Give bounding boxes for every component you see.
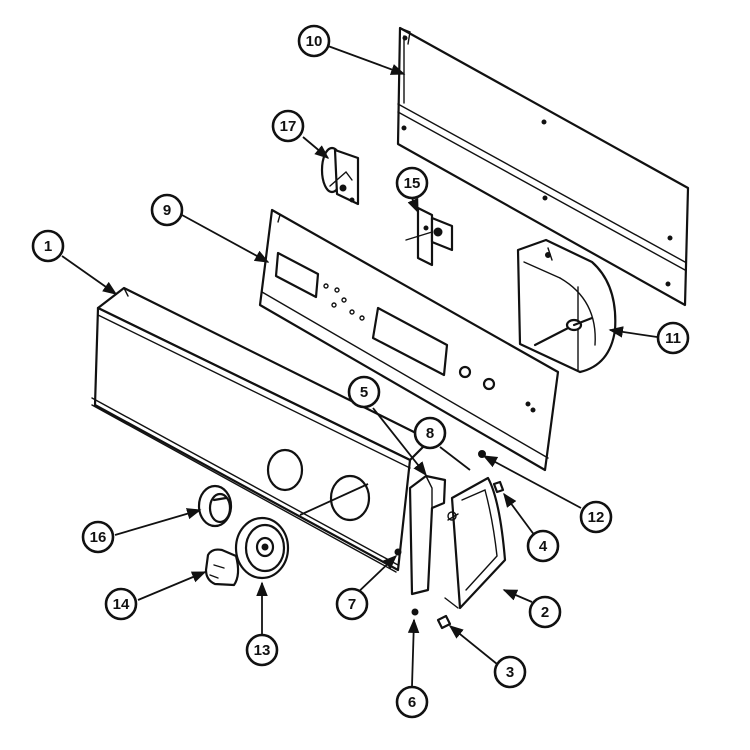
callout-1: 1 <box>31 229 65 263</box>
svg-text:6: 6 <box>408 694 416 711</box>
screw-7 <box>394 548 402 556</box>
svg-text:8: 8 <box>426 425 434 442</box>
end-cap-part <box>444 476 507 610</box>
callout-7: 7 <box>335 587 369 621</box>
callout-10: 10 <box>297 24 331 58</box>
svg-text:2: 2 <box>541 604 549 621</box>
callout-11: 11 <box>656 321 690 355</box>
svg-text:12: 12 <box>588 509 605 526</box>
screw-6 <box>411 608 419 616</box>
bracket-switch-part <box>405 206 454 267</box>
rear-panel-part <box>396 26 690 307</box>
callout-8: 8 <box>413 416 447 450</box>
callout-12: 12 <box>579 500 613 534</box>
callout-16: 16 <box>81 520 115 554</box>
svg-text:11: 11 <box>665 330 681 347</box>
switch-part <box>320 146 360 206</box>
callout-15: 15 <box>395 166 429 200</box>
callout-3: 3 <box>493 655 527 689</box>
control-panel-frame-part <box>258 208 560 472</box>
svg-text:7: 7 <box>348 596 356 613</box>
svg-text:1: 1 <box>44 238 52 255</box>
clip-4 <box>492 480 505 494</box>
svg-text:14: 14 <box>113 596 130 613</box>
svg-text:13: 13 <box>254 642 271 659</box>
leader-lines <box>61 45 658 687</box>
small-knob-part <box>204 548 240 587</box>
callout-4: 4 <box>526 529 560 563</box>
svg-text:10: 10 <box>306 33 323 50</box>
console-panel-part <box>91 286 432 573</box>
svg-text:3: 3 <box>506 664 514 681</box>
trim-strip-part <box>408 474 447 596</box>
knob-part <box>197 484 233 528</box>
timer-housing-part <box>516 238 617 374</box>
svg-text:16: 16 <box>90 529 107 546</box>
dial-part <box>234 516 290 580</box>
callout-6: 6 <box>395 685 429 719</box>
callout-9: 9 <box>150 193 184 227</box>
callout-17: 17 <box>271 109 305 143</box>
svg-text:17: 17 <box>280 118 297 135</box>
svg-text:4: 4 <box>539 538 548 555</box>
callout-13: 13 <box>245 633 279 667</box>
callout-5: 5 <box>347 375 381 409</box>
svg-text:5: 5 <box>360 384 368 401</box>
svg-text:15: 15 <box>404 175 421 192</box>
callout-2: 2 <box>528 595 562 629</box>
clip-3 <box>436 614 452 630</box>
svg-text:9: 9 <box>163 202 171 219</box>
callout-14: 14 <box>104 587 138 621</box>
